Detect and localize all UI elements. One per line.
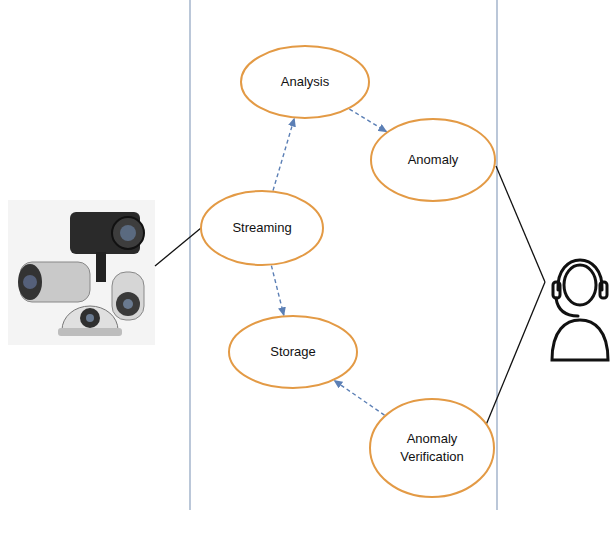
system-boundary-line [189,0,190,510]
system-boundary-line [496,0,497,510]
association-line [486,282,545,425]
use-case-label: Streaming [232,219,291,237]
include-arrow [271,266,283,316]
use-case-oval: Streaming [200,190,324,266]
include-arrow [349,109,386,132]
oval-shape [201,191,323,265]
association-line [155,228,201,266]
oval-shape [370,399,494,497]
camera-illustration [8,200,155,345]
use-case-oval: Storage [228,315,358,389]
use-case-oval: Analysis [240,45,370,119]
oval-shape [241,46,369,118]
include-arrow [334,381,384,416]
oval-outline [369,398,495,498]
use-case-label: Anomaly [408,151,459,169]
oval-shape [371,119,495,201]
use-case-oval: Anomaly [370,118,496,202]
use-case-label: Storage [270,343,316,361]
use-case-oval: Anomaly Verification [369,398,495,498]
association-line [496,166,545,282]
include-arrow [273,118,294,190]
use-case-label: Anomaly Verification [391,430,473,465]
operator-icon [545,240,615,370]
oval-shape [229,316,357,388]
use-case-label: Analysis [281,73,329,91]
